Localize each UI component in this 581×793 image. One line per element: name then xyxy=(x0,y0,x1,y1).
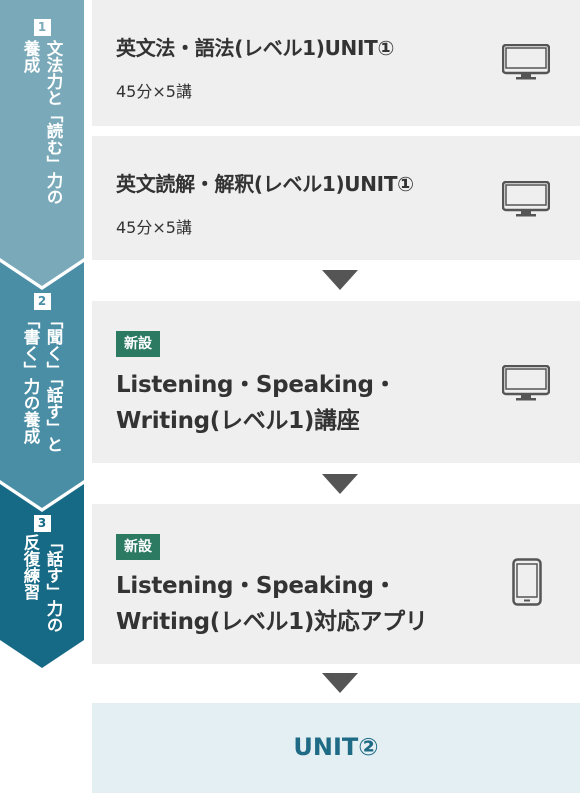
down-arrow-icon xyxy=(322,270,358,290)
step-3-text: 「話す」力の 反復練習 xyxy=(21,534,63,633)
course-title: 英文法・語法(レベル1)UNIT① xyxy=(116,36,395,60)
course-card-lsw[interactable]: 新設 Listening・Speaking・ Writing(レベル1)講座 xyxy=(92,301,580,463)
step-2-shape xyxy=(0,262,84,508)
step-column: 1 文法力と「読む」力の 養成 2 「聞く」「話す」と 「書く」力の養成 3 「… xyxy=(0,0,90,670)
monitor-icon xyxy=(502,44,550,80)
course-title-line1: Listening・Speaking・ xyxy=(116,573,397,599)
step-3-number-wrap: 3 xyxy=(0,512,84,532)
course-title: 英文読解・解釈(レベル1)UNIT① xyxy=(116,172,414,196)
step-2-number-wrap: 2 xyxy=(0,290,84,310)
course-title-line1: Listening・Speaking・ xyxy=(116,372,397,398)
step-2-number: 2 xyxy=(33,293,51,310)
step-1-shape xyxy=(0,0,84,286)
smartphone-icon xyxy=(512,558,542,606)
monitor-icon xyxy=(502,365,550,401)
course-duration: 45分×5講 xyxy=(116,218,192,237)
next-unit-card[interactable]: UNIT② xyxy=(92,703,580,793)
down-arrow-icon xyxy=(322,474,358,494)
step-3-shape xyxy=(0,484,84,668)
next-unit-title: UNIT② xyxy=(293,733,379,761)
new-badge: 新設 xyxy=(116,331,160,357)
course-card-app[interactable]: 新設 Listening・Speaking・ Writing(レベル1)対応アプ… xyxy=(92,504,580,664)
course-card-reading[interactable]: 英文読解・解釈(レベル1)UNIT① 45分×5講 xyxy=(92,136,580,260)
step-chevrons xyxy=(0,0,84,668)
new-badge: 新設 xyxy=(116,534,160,560)
step-1-number: 1 xyxy=(33,19,51,36)
step-1-text: 文法力と「読む」力の 養成 xyxy=(21,40,63,205)
course-title-line2: Writing(レベル1)対応アプリ xyxy=(116,609,428,635)
course-title-line2: Writing(レベル1)講座 xyxy=(116,408,360,434)
step-3-number: 3 xyxy=(33,515,51,532)
down-arrow-icon xyxy=(322,673,358,693)
step-2-text: 「聞く」「話す」と 「書く」力の養成 xyxy=(21,312,63,453)
step-1-number-wrap: 1 xyxy=(0,16,84,36)
monitor-icon xyxy=(502,181,550,217)
course-card-grammar[interactable]: 英文法・語法(レベル1)UNIT① 45分×5講 xyxy=(92,0,580,126)
course-duration: 45分×5講 xyxy=(116,82,192,101)
